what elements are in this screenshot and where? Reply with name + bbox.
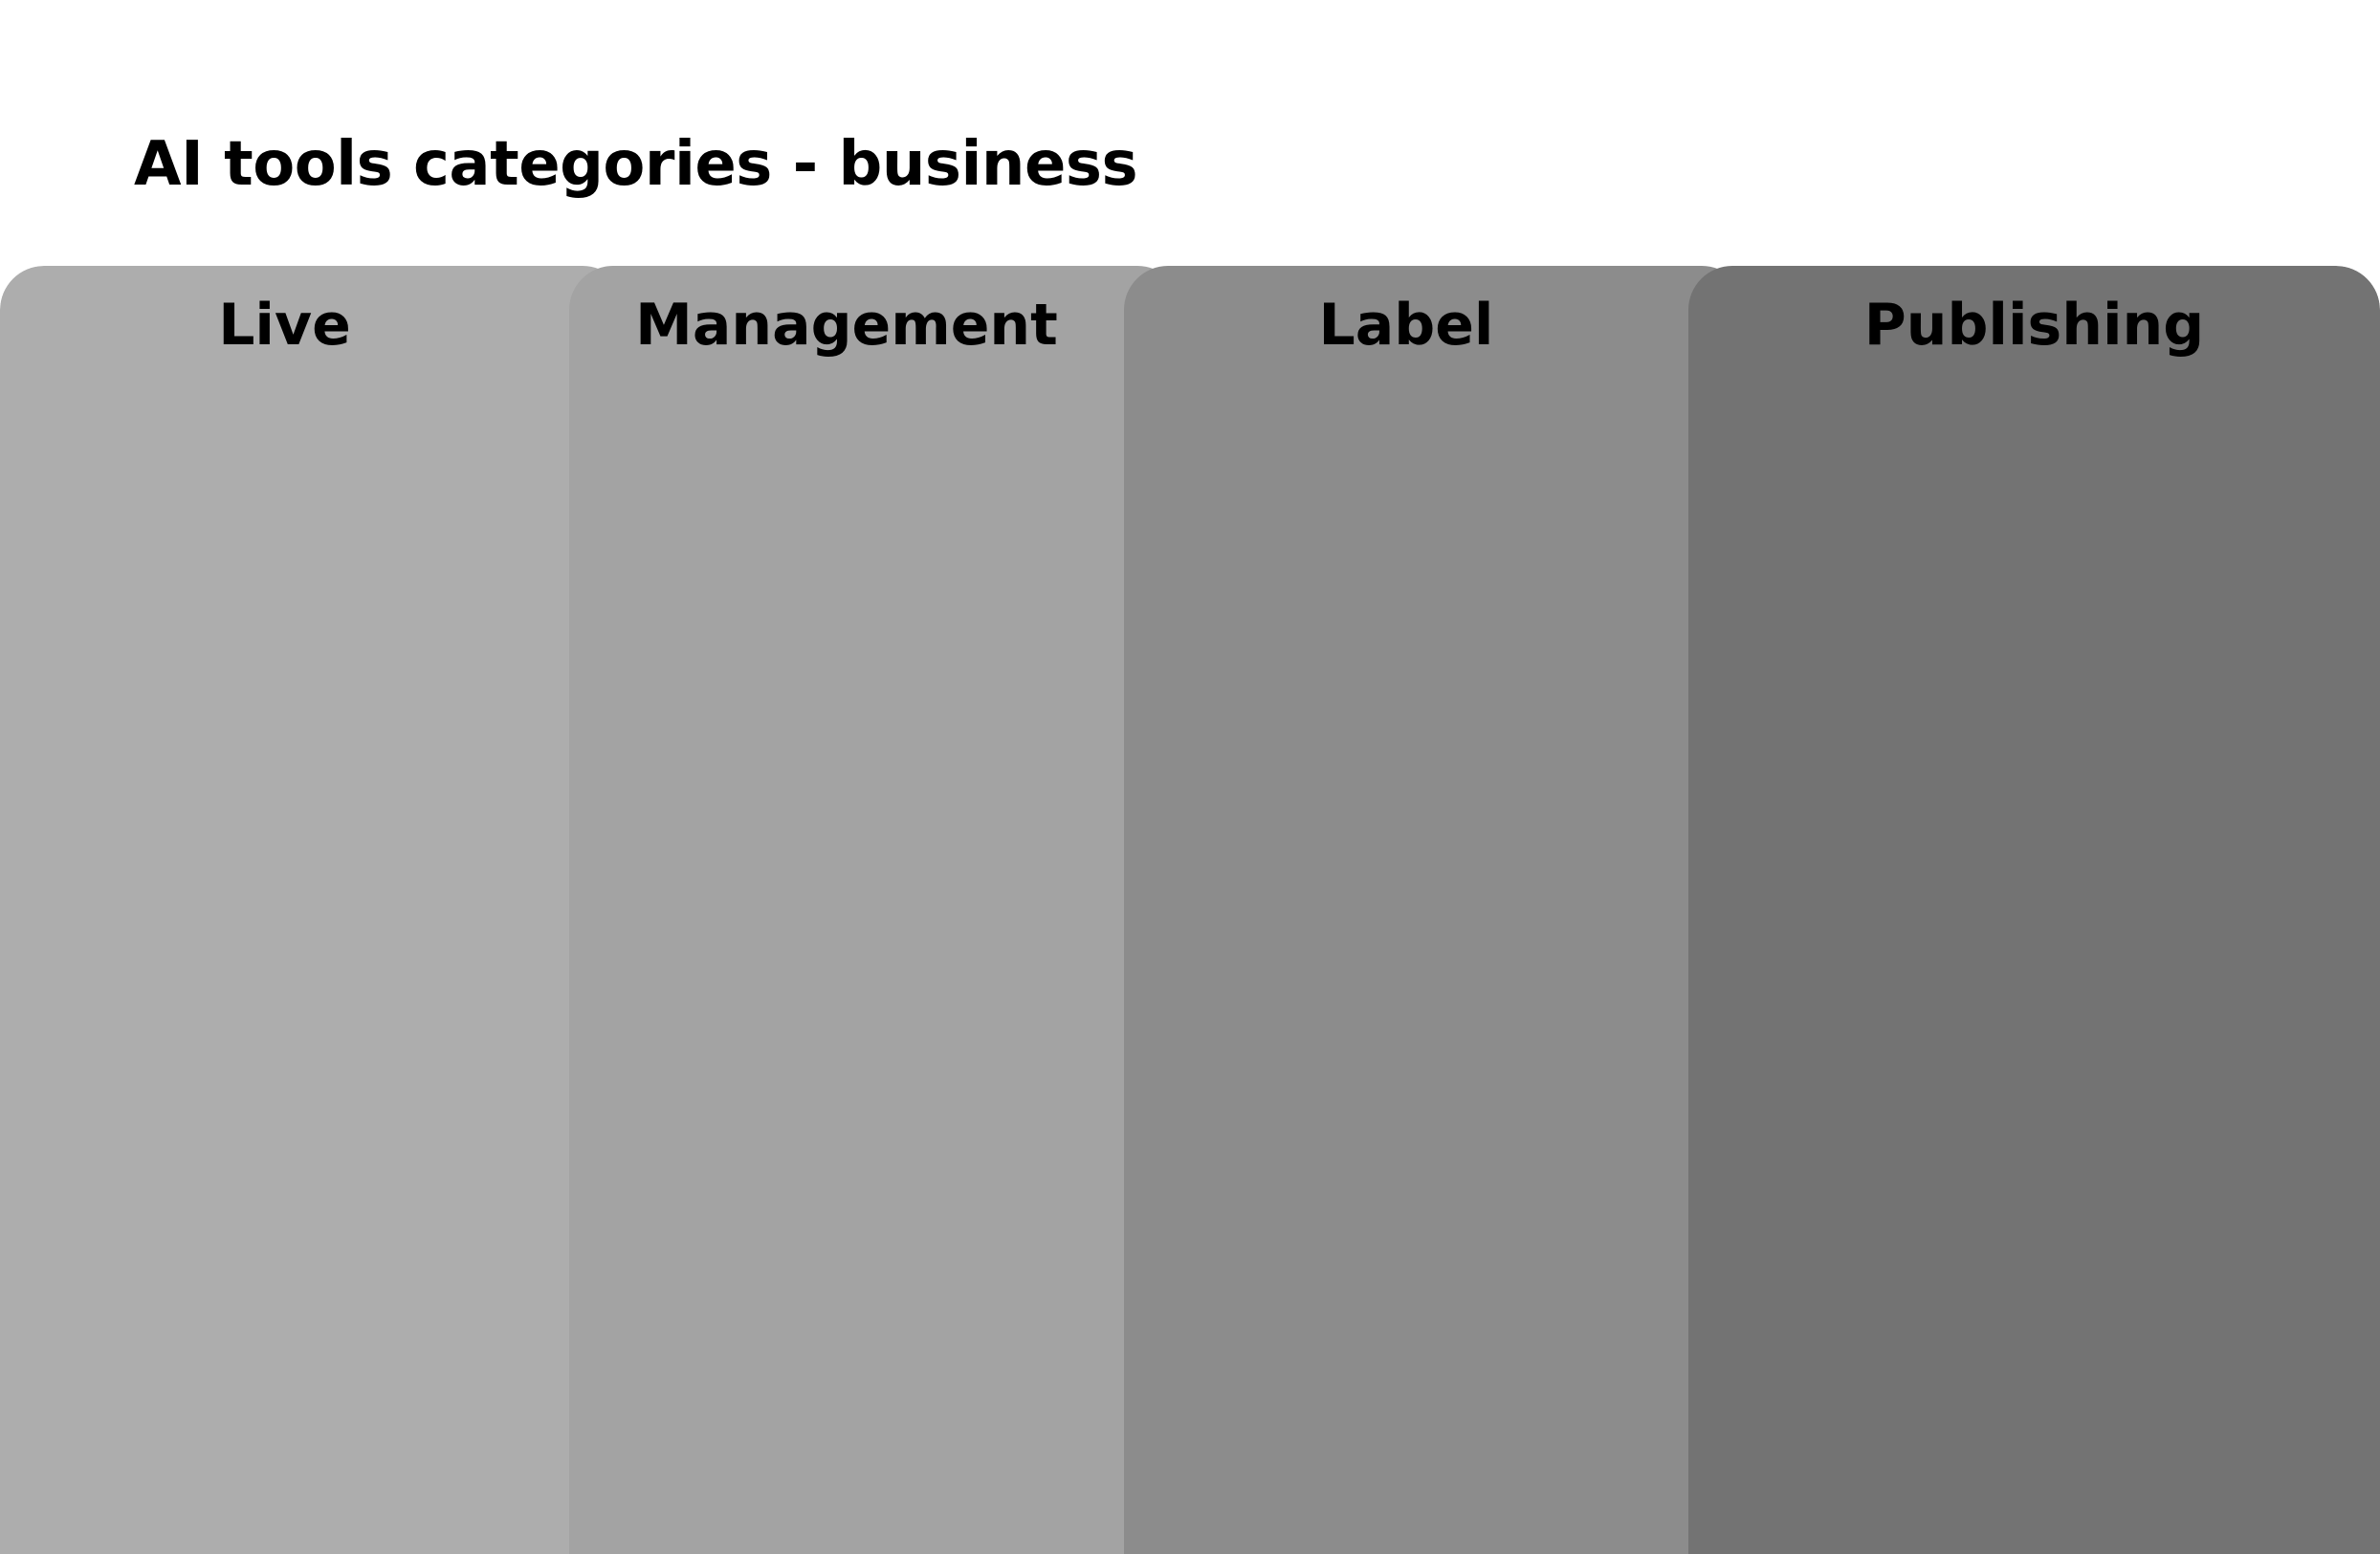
column-header-live: Live bbox=[218, 292, 351, 359]
column-band-management bbox=[569, 266, 1181, 1554]
page-title: AI tools categories - business bbox=[134, 129, 1138, 200]
column-band-live bbox=[0, 266, 627, 1554]
column-header-publishing: Publishing bbox=[1863, 292, 2205, 359]
categories-panel: Live Management Label Publishing bbox=[0, 266, 2380, 1554]
column-band-label bbox=[1124, 266, 1746, 1554]
column-band-publishing bbox=[1688, 266, 2380, 1554]
column-header-label: Label bbox=[1318, 292, 1494, 359]
column-header-management: Management bbox=[635, 292, 1058, 359]
